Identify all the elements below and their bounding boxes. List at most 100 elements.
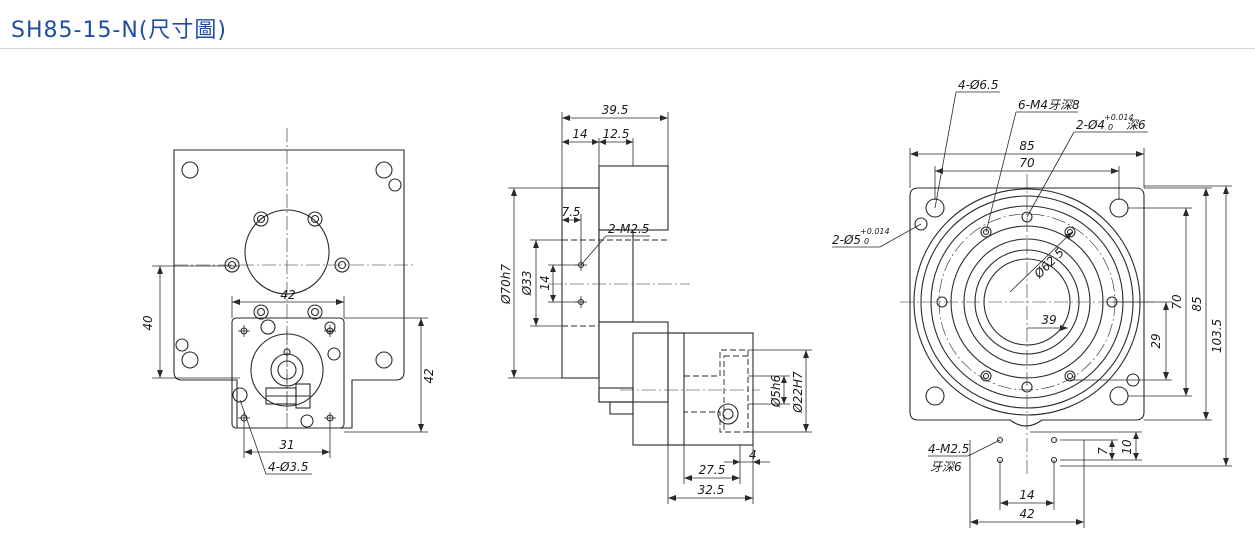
side-hidden-bore [684, 349, 749, 433]
top-pin2-callout-label: 2-Ø5 [832, 233, 861, 247]
side-body-mid [598, 229, 634, 323]
top-dim-14: 14 [999, 460, 1055, 510]
front-mount-hole [388, 178, 402, 192]
front-mount-hole [181, 161, 199, 179]
top-pin2-callout: 2-Ø5 +0.014 0 [832, 223, 922, 248]
side-motor [632, 332, 754, 446]
side-dim-32-5-label: 32.5 [698, 483, 725, 497]
side-dim-32-5: 32.5 [667, 402, 754, 504]
top-thread2-depth: 牙深6 [930, 460, 962, 474]
top-thread-callout-label: 6-M4牙深8 [1018, 98, 1080, 112]
front-tapped-holes [238, 325, 336, 424]
top-base-plate [909, 187, 1145, 427]
front-dim-42-top-label: 42 [280, 288, 295, 302]
front-motor-screw [232, 387, 248, 403]
top-bolt-holes [936, 211, 1118, 393]
side-dim-4-label: 4 [749, 448, 757, 462]
side-dia-70h7-label: Ø70h7 [499, 264, 513, 305]
front-mount-hole [175, 338, 189, 352]
top-dim-39-label: 39 [1041, 313, 1056, 327]
top-pin-callout-label: 2-Ø4 [1076, 118, 1105, 132]
top-dim-42-label: 42 [1019, 507, 1034, 521]
side-dia-5h6: Ø5h6 [748, 374, 790, 408]
side-hidden-socket [723, 355, 749, 433]
top-dim-10-label: 10 [1120, 439, 1134, 455]
top-dim-103-5-label: 103.5 [1210, 319, 1224, 353]
side-dim-14-v-label: 14 [538, 275, 552, 290]
top-hole-callout-label: 4-Ø6.5 [958, 78, 999, 92]
top-dim-29: 29 [1070, 301, 1172, 381]
front-dim-40-label: 40 [141, 315, 155, 331]
side-dim-39-5-label: 39.5 [602, 103, 629, 117]
front-hole-callout: 4-Ø3.5 [239, 399, 312, 475]
front-bolt-ring [224, 211, 350, 320]
side-dim-12-5-label: 12.5 [603, 127, 630, 141]
top-pin-depth: 深6 [1126, 118, 1146, 132]
top-pin-callout: 2-Ø4 +0.014 0 深6 [1026, 113, 1148, 218]
side-dia-5h6-label: Ø5h6 [769, 374, 783, 408]
front-mount-hole [181, 351, 199, 369]
top-view: 4-Ø6.5 6-M4牙深8 2-Ø4 +0.014 0 深6 85 [832, 78, 1232, 528]
side-thread-callout: 2-M2.5 [580, 222, 650, 266]
top-dim-70-label: 70 [1019, 156, 1035, 170]
side-dim-4: 4 [724, 445, 770, 470]
front-dim-42-top: 42 [231, 288, 345, 318]
top-thread-callout: 6-M4牙深8 [985, 98, 1080, 233]
top-dim-42: 42 [969, 440, 1085, 528]
front-dim-31: 31 [243, 424, 331, 458]
front-bore [244, 209, 330, 295]
side-dim-7-5-label: 7.5 [561, 205, 580, 219]
side-motor-cap [667, 332, 685, 446]
top-dim-103-5: 103.5 [1060, 185, 1232, 467]
side-dim-39-5: 39.5 [561, 103, 669, 188]
front-dim-31-label: 31 [279, 438, 294, 452]
front-mount-hole [375, 351, 393, 369]
front-view: 40 42 42 31 [141, 128, 436, 475]
front-dim-42-right-label: 42 [422, 368, 436, 383]
front-hole-callout-label: 4-Ø3.5 [268, 460, 309, 474]
top-pin2-tol-upper: +0.014 [860, 227, 890, 236]
side-thread-callout-label: 2-M2.5 [608, 222, 649, 236]
top-dim-70-right-label: 70 [1170, 294, 1184, 310]
side-bolt-detail [717, 403, 739, 425]
front-motor-screw [300, 414, 314, 428]
side-dia-22h7: Ø22H7 [748, 349, 812, 433]
top-dim-14-label: 14 [1019, 488, 1034, 502]
top-thread2-callout-label: 4-M2.5 [928, 442, 969, 456]
top-pin-tol-lower: 0 [1108, 123, 1113, 132]
side-dim-14-label: 14 [572, 127, 587, 141]
side-view: 39.5 14 12.5 7.5 2-M2.5 [499, 103, 812, 504]
top-dim-85: 85 [909, 139, 1145, 188]
top-dim-29-label: 29 [1149, 333, 1163, 348]
title-divider [0, 48, 1255, 49]
top-dim-70-right: 70 [1128, 207, 1192, 397]
page-title: SH85-15-N(尺寸圖) [11, 18, 227, 43]
top-dim-70: 70 [934, 156, 1120, 200]
front-dim-40: 40 [141, 265, 240, 379]
side-dim-14-v: 14 [538, 264, 578, 303]
front-mount-hole [375, 161, 393, 179]
front-dim-42-right: 42 [344, 317, 436, 433]
top-dim-10: 10 [1030, 431, 1142, 461]
top-dim-85-right: 85 [1144, 187, 1212, 421]
top-pin-tol-upper: +0.014 [1104, 113, 1134, 122]
side-dia-33: Ø33 [520, 239, 562, 327]
top-dim-7: 7 [1060, 439, 1118, 461]
side-dim-7-5: 7.5 [561, 205, 582, 262]
top-pin2-tol-lower: 0 [864, 237, 869, 246]
top-dim-39: 39 [1027, 313, 1068, 331]
side-dia-22h7-label: Ø22H7 [791, 371, 805, 414]
top-dim-85-right-label: 85 [1190, 296, 1204, 311]
side-dia-33-label: Ø33 [520, 271, 534, 297]
top-hole-callout: 4-Ø6.5 [934, 78, 1000, 209]
front-motor-screw [260, 319, 276, 335]
side-dim-27-5: 27.5 [683, 445, 741, 484]
front-motor-screw [327, 347, 341, 361]
side-body-top [598, 165, 669, 231]
top-dim-85-label: 85 [1019, 139, 1034, 153]
top-thread2-callout: 4-M2.5 牙深6 [928, 439, 1001, 474]
side-output-shaft [609, 401, 634, 415]
front-flange-outline [173, 149, 405, 429]
top-dim-7-label: 7 [1096, 447, 1110, 455]
